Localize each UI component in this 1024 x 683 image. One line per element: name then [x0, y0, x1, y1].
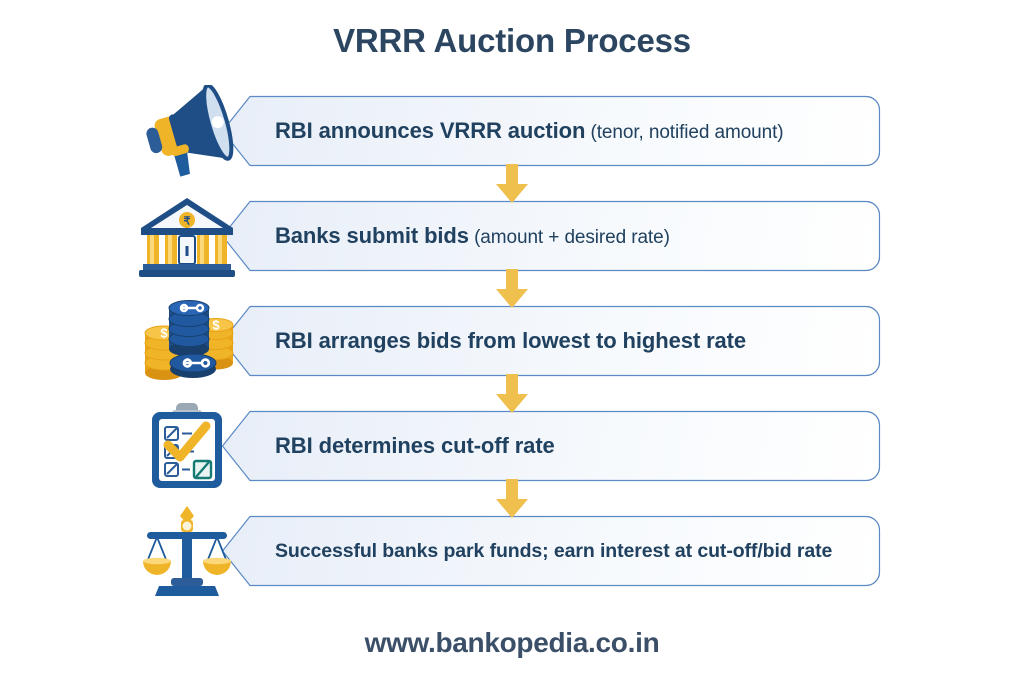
step-5-icon-wrap: [132, 502, 242, 600]
coin-stacks-icon: $ $: [144, 300, 234, 380]
connector-1-2: [494, 164, 530, 204]
svg-text:$: $: [212, 318, 220, 333]
step-4-icon-wrap: [132, 397, 242, 495]
step-1-label: RBI announces VRRR auction (tenor, notif…: [275, 118, 784, 144]
flow-step-4: RBI determines cut-off rate: [0, 403, 1024, 518]
step-3-icon-wrap: $ $: [132, 292, 242, 390]
step-3-box[interactable]: RBI arranges bids from lowest to highest…: [222, 306, 880, 376]
clipboard-checklist-icon: [152, 403, 222, 488]
process-flow: RBI announces VRRR auction (tenor, notif…: [0, 85, 1024, 596]
step-3-label-bold: RBI arranges bids from lowest to highest…: [275, 328, 747, 353]
step-2-label: Banks submit bids (amount + desired rate…: [275, 223, 670, 249]
step-2-box[interactable]: Banks submit bids (amount + desired rate…: [222, 201, 880, 271]
page-title: VRRR Auction Process: [333, 22, 691, 59]
step-2-label-light: (amount + desired rate): [468, 227, 670, 248]
arrow-down-icon: [496, 479, 528, 518]
step-1-icon-wrap: [132, 82, 242, 180]
megaphone-icon: [146, 85, 234, 177]
step-2-icon-wrap: ₹: [132, 187, 242, 285]
step-1-label-bold: RBI announces VRRR auction: [275, 118, 586, 143]
step-1-box[interactable]: RBI announces VRRR auction (tenor, notif…: [222, 96, 880, 166]
step-1-label-light: (tenor, notified amount): [585, 122, 784, 143]
arrow-down-icon: [496, 164, 528, 203]
bank-building-icon: ₹: [139, 198, 235, 277]
svg-text:₹: ₹: [184, 216, 191, 228]
step-4-label: RBI determines cut-off rate: [275, 433, 555, 459]
connector-2-3: [494, 269, 530, 309]
step-5-label-bold: Successful banks park funds; earn intere…: [275, 539, 833, 562]
balance-scales-icon: [143, 506, 231, 596]
step-4-label-bold: RBI determines cut-off rate: [275, 433, 555, 458]
flow-step-1: RBI announces VRRR auction (tenor, notif…: [0, 85, 1024, 203]
step-5-label: Successful banks park funds; earn intere…: [275, 540, 832, 563]
flow-step-2: Banks submit bids (amount + desired rate…: [0, 198, 1024, 308]
arrow-down-icon: [496, 374, 528, 413]
svg-text:$: $: [160, 326, 168, 341]
step-3-label: RBI arranges bids from lowest to highest…: [275, 328, 746, 354]
flow-step-3: RBI arranges bids from lowest to highest…: [0, 300, 1024, 413]
flow-step-5: Successful banks park funds; earn intere…: [0, 506, 1024, 596]
step-5-box[interactable]: Successful banks park funds; earn intere…: [222, 516, 880, 586]
connector-4-5: [494, 479, 530, 519]
arrow-down-icon: [496, 269, 528, 308]
step-2-label-bold: Banks submit bids: [275, 223, 469, 248]
step-4-box[interactable]: RBI determines cut-off rate: [222, 411, 880, 481]
connector-3-4: [494, 374, 530, 414]
footer-website-url[interactable]: www.bankopedia.co.in: [364, 627, 660, 658]
